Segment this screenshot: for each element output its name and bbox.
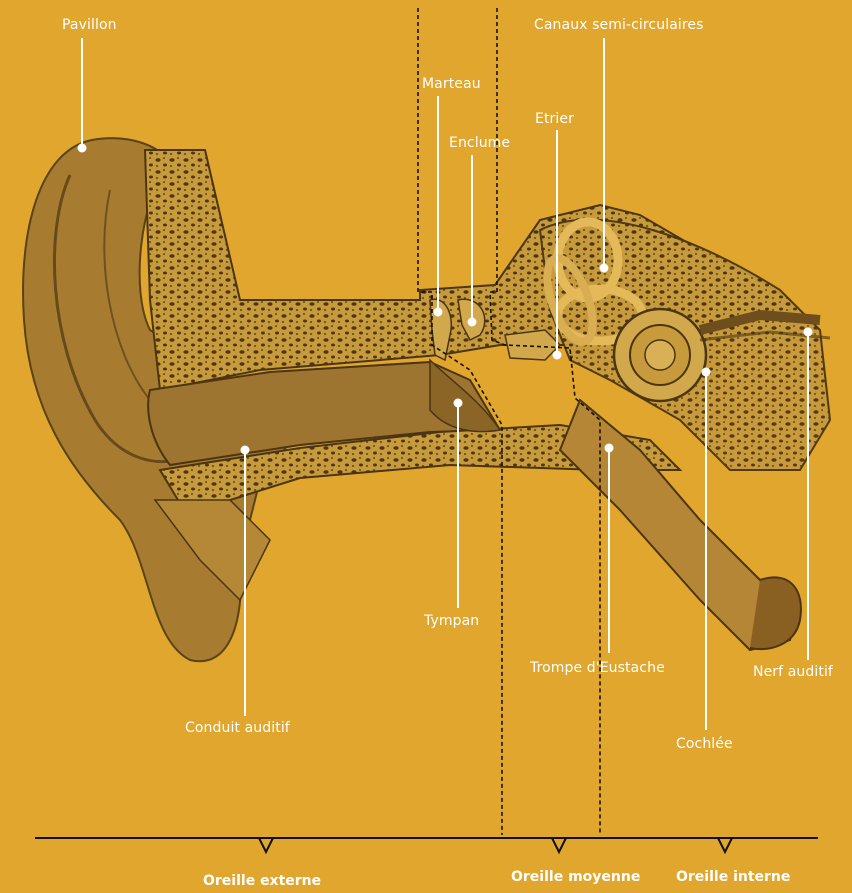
label-nerf-auditif: Nerf auditif	[753, 665, 833, 679]
section-oreille-interne: Oreille interne	[676, 870, 790, 884]
label-etrier: Etrier	[535, 112, 574, 126]
label-tympan: Tympan	[424, 614, 479, 628]
cochlea-inner	[645, 340, 675, 370]
label-pavillon: Pavillon	[62, 18, 117, 32]
marker-externe	[259, 838, 273, 852]
label-marteau: Marteau	[422, 77, 481, 91]
section-baseline	[35, 838, 818, 852]
label-cochlee: Cochlée	[676, 737, 733, 751]
label-canaux-semi-circulaires: Canaux semi-circulaires	[534, 18, 704, 32]
label-conduit-auditif: Conduit auditif	[185, 721, 290, 735]
marker-interne	[718, 838, 732, 852]
section-oreille-externe: Oreille externe	[203, 874, 321, 888]
section-oreille-moyenne: Oreille moyenne	[511, 870, 640, 884]
label-enclume: Enclume	[449, 136, 510, 150]
label-trompe-deustache: Trompe d'Eustache	[530, 661, 665, 675]
marker-moyenne	[552, 838, 566, 852]
